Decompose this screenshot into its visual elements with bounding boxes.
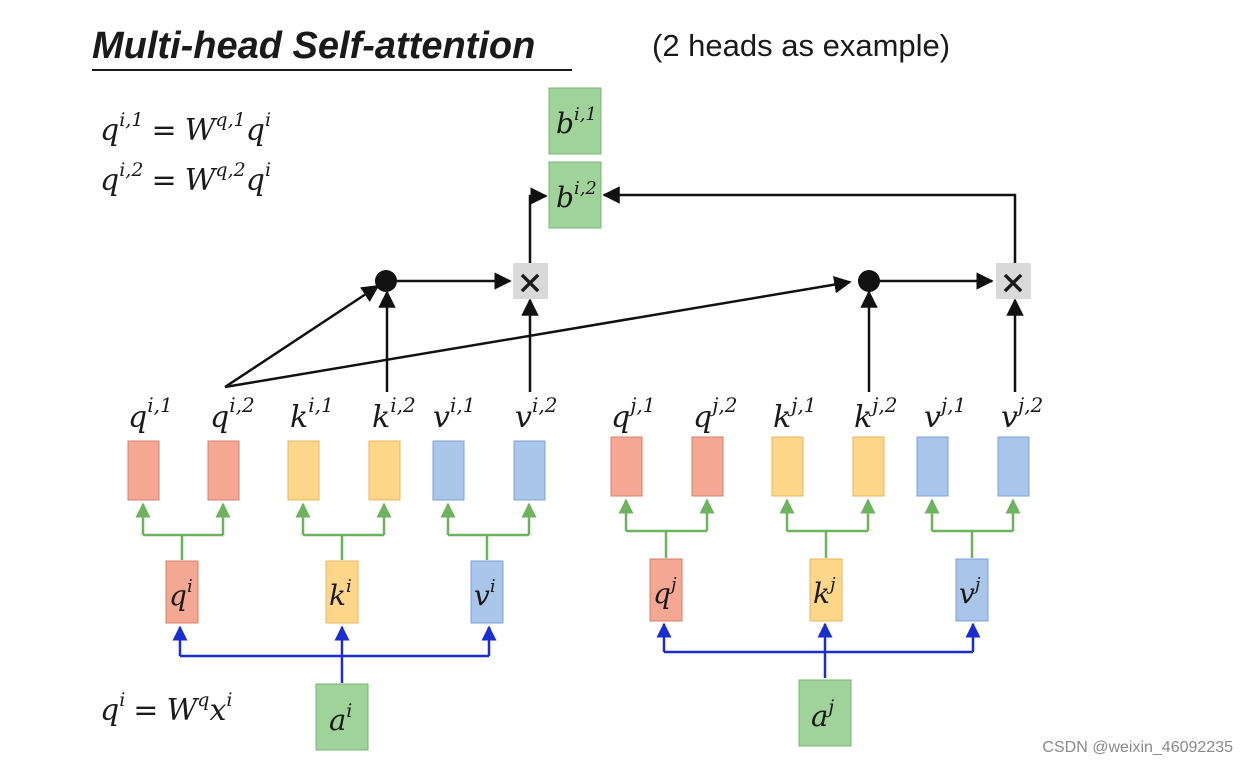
vec-k-i2 (368, 440, 401, 501)
vec-v-j1 (916, 436, 949, 497)
label-q-i2: qi,2 (210, 393, 255, 435)
equation-q2: qi,2=Wq,2qi (100, 159, 271, 198)
label-k-i1: ki,1 (290, 393, 334, 435)
input-box-a-j: aj (798, 679, 852, 747)
head-labels: qi,1 qi,2 ki,1 ki,2 vi,1 vi,2 qj,1 qj,2 … (128, 393, 1043, 435)
output-box-b-i1: bi,1 (548, 87, 602, 155)
head-vectors (127, 436, 1030, 501)
svg-text:qi,1=Wq,1qi: qi,1=Wq,1qi (100, 109, 271, 148)
page-title: Multi-head Self-attention (92, 25, 535, 67)
vec-v-i2 (513, 440, 546, 501)
mid-vector-q-i: qi (165, 560, 199, 624)
mid-vector-k-i: ki (325, 560, 359, 624)
multiply-node-1: × (513, 263, 548, 301)
vec-q-j1 (610, 436, 643, 497)
label-v-j2: vj,2 (1001, 393, 1043, 435)
label-v-i2: vi,2 (515, 393, 557, 435)
arrow-mult1-to-bi2 (528, 187, 548, 263)
vec-k-i1 (287, 440, 320, 501)
svg-text:bi,1: bi,1 (556, 104, 597, 140)
attention-flow (224, 186, 1024, 392)
label-v-i1: vi,1 (433, 393, 475, 435)
svg-text:×: × (517, 263, 544, 301)
vec-q-i2 (207, 440, 240, 501)
label-k-i2: ki,2 (372, 393, 416, 435)
input-box-a-i: ai (315, 683, 369, 751)
dot-product-node-1 (375, 270, 397, 292)
svg-text:×: × (1000, 263, 1027, 301)
dot-product-node-2 (858, 270, 880, 292)
svg-text:kj: kj (813, 574, 836, 610)
label-v-j1: vj,1 (924, 393, 966, 435)
mid-vector-q-j: qj (649, 558, 683, 622)
svg-text:ki: ki (329, 576, 352, 612)
svg-text:ai: ai (329, 700, 352, 737)
arrow-qi2-to-dot1 (224, 284, 380, 389)
multiply-node-2: × (996, 263, 1031, 301)
svg-text:vj: vj (959, 574, 981, 610)
watermark: CSDN @weixin_46092235 (1042, 739, 1233, 756)
svg-text:qi,2=Wq,2qi: qi,2=Wq,2qi (100, 159, 271, 198)
vec-q-j2 (691, 436, 724, 497)
vec-v-j2 (997, 436, 1030, 497)
arrow-mult2-to-bi2 (602, 186, 1017, 263)
vec-k-j1 (771, 436, 804, 497)
mid-vector-v-i: vi (470, 560, 504, 624)
label-k-j2: kj,2 (854, 393, 897, 435)
mid-vector-v-j: vj (955, 558, 989, 622)
svg-text:aj: aj (811, 696, 834, 733)
svg-text:qi: qi (169, 576, 193, 612)
svg-text:vi: vi (474, 576, 496, 612)
label-q-i1: qi,1 (128, 393, 173, 435)
svg-text:bi,2: bi,2 (556, 178, 597, 214)
head-split-arrows (135, 498, 1021, 560)
svg-text:qi=Wqxi: qi=Wqxi (100, 689, 232, 728)
label-q-j1: qj,1 (611, 393, 656, 435)
svg-text:qj: qj (653, 574, 677, 610)
label-q-j2: qj,2 (693, 393, 738, 435)
equation-q1: qi,1=Wq,1qi (100, 109, 271, 148)
subtitle: (2 heads as example) (652, 28, 950, 63)
arrow-qi2-to-dot2 (224, 275, 852, 389)
input-projection-arrows (172, 622, 981, 683)
vec-q-i1 (127, 440, 160, 501)
vec-v-i1 (432, 440, 465, 501)
label-k-j1: kj,1 (773, 393, 816, 435)
equation-q0: qi=Wqxi (100, 689, 232, 728)
mid-vector-k-j: kj (809, 558, 843, 622)
output-box-b-i2: bi,2 (548, 161, 602, 229)
vec-k-j2 (852, 436, 885, 497)
